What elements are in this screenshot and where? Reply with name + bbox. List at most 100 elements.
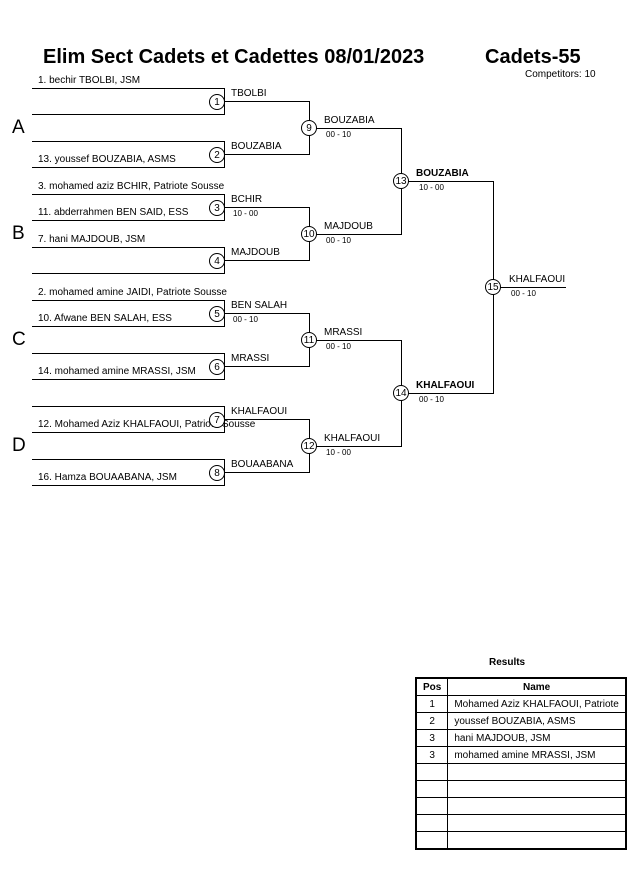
bracket-line [401,181,494,182]
column-header-name: Name [447,677,627,696]
bracket-line [32,247,225,248]
result-pos [415,814,449,832]
match-winner: KHALFAOUI [324,433,381,444]
category-title: Cadets-55 [485,46,581,68]
bracket-line [32,88,225,89]
match-score: 10 - 00 [419,183,444,192]
match-winner: MAJDOUB [231,247,280,258]
match-number: 5 [209,306,225,322]
match-score: 00 - 10 [419,395,444,404]
match-winner: MAJDOUB [324,221,373,232]
table-row [415,780,627,798]
bracket-line [32,273,225,274]
match-number: 15 [485,279,501,295]
bracket-line [32,459,225,460]
bracket-line [32,406,225,407]
result-name [447,780,627,798]
entry-name: 11. abderrahmen BEN SAID, ESS [38,207,189,218]
match-number: 2 [209,147,225,163]
bracket-line [224,154,310,155]
entry-name: 10. Afwane BEN SALAH, ESS [38,313,172,324]
bracket-line [32,353,225,354]
entry-name: 12. Mohamed Aziz KHALFAOUI, Patriote Sou… [38,419,256,430]
bracket-line [32,300,225,301]
bracket-line [32,194,225,195]
bracket-line [32,220,225,221]
result-name [447,831,627,850]
match-winner: BOUZABIA [324,115,375,126]
result-pos [415,797,449,815]
match-number: 7 [209,412,225,428]
bracket-line [224,207,310,208]
entry-name: 13. youssef BOUZABIA, ASMS [38,154,176,165]
bracket-line [224,366,310,367]
column-header-pos: Pos [415,677,449,696]
bracket-line [224,313,310,314]
match-winner: MRASSI [231,353,270,364]
result-name [447,797,627,815]
bracket-line [309,128,402,129]
result-name: hani MAJDOUB, JSM [447,729,627,747]
match-winner: BOUZABIA [231,141,282,152]
result-pos: 3 [415,746,449,764]
result-name: Mohamed Aziz KHALFAOUI, Patriote [447,695,627,713]
match-winner: TBOLBI [231,88,267,99]
result-name: mohamed amine MRASSI, JSM [447,746,627,764]
bracket-line [224,419,310,420]
match-winner: BCHIR [231,194,263,205]
bracket-line [32,114,225,115]
match-winner: KHALFAOUI [416,380,475,391]
result-name: youssef BOUZABIA, ASMS [447,712,627,730]
bracket-line [401,393,494,394]
match-number: 13 [393,173,409,189]
result-pos [415,763,449,781]
match-number: 6 [209,359,225,375]
entry-name: 7. hani MAJDOUB, JSM [38,234,146,245]
match-number: 8 [209,465,225,481]
match-winner: KHALFAOUI [231,406,288,417]
bracket-line [32,167,225,168]
entry-name: 1. bechir TBOLBI, JSM [38,75,141,86]
match-winner: MRASSI [324,327,363,338]
pool-label-c: C [12,329,26,350]
match-score: 00 - 10 [326,236,351,245]
bracket-line [32,379,225,380]
bracket-line [309,234,402,235]
match-score: 00 - 10 [233,315,258,324]
result-pos: 1 [415,695,449,713]
match-score: 10 - 00 [233,209,258,218]
match-number: 14 [393,385,409,401]
match-number: 1 [209,94,225,110]
match-score: 00 - 10 [511,289,536,298]
table-row [415,831,627,850]
entry-name: 14. mohamed amine MRASSI, JSM [38,366,196,377]
result-pos [415,831,449,850]
result-name [447,814,627,832]
match-number: 4 [209,253,225,269]
pool-label-a: A [12,117,25,138]
table-row [415,814,627,832]
match-score: 10 - 00 [326,448,351,457]
entry-name: 2. mohamed amine JAIDI, Patriote Sousse [38,287,227,298]
bracket-line [224,101,310,102]
table-row [415,763,627,781]
match-winner: BOUAABANA [231,459,294,470]
bracket-line [32,485,225,486]
table-row [415,797,627,815]
competitors-count: Competitors: 10 [525,69,596,80]
bracket-line [32,432,225,433]
bracket-line [224,472,310,473]
match-number: 11 [301,332,317,348]
match-score: 00 - 10 [326,342,351,351]
match-number: 10 [301,226,317,242]
bracket-line [32,141,225,142]
result-name [447,763,627,781]
bracket-line [493,287,566,288]
bracket-line [309,446,402,447]
match-winner: BEN SALAH [231,300,288,311]
bracket-line [309,340,402,341]
